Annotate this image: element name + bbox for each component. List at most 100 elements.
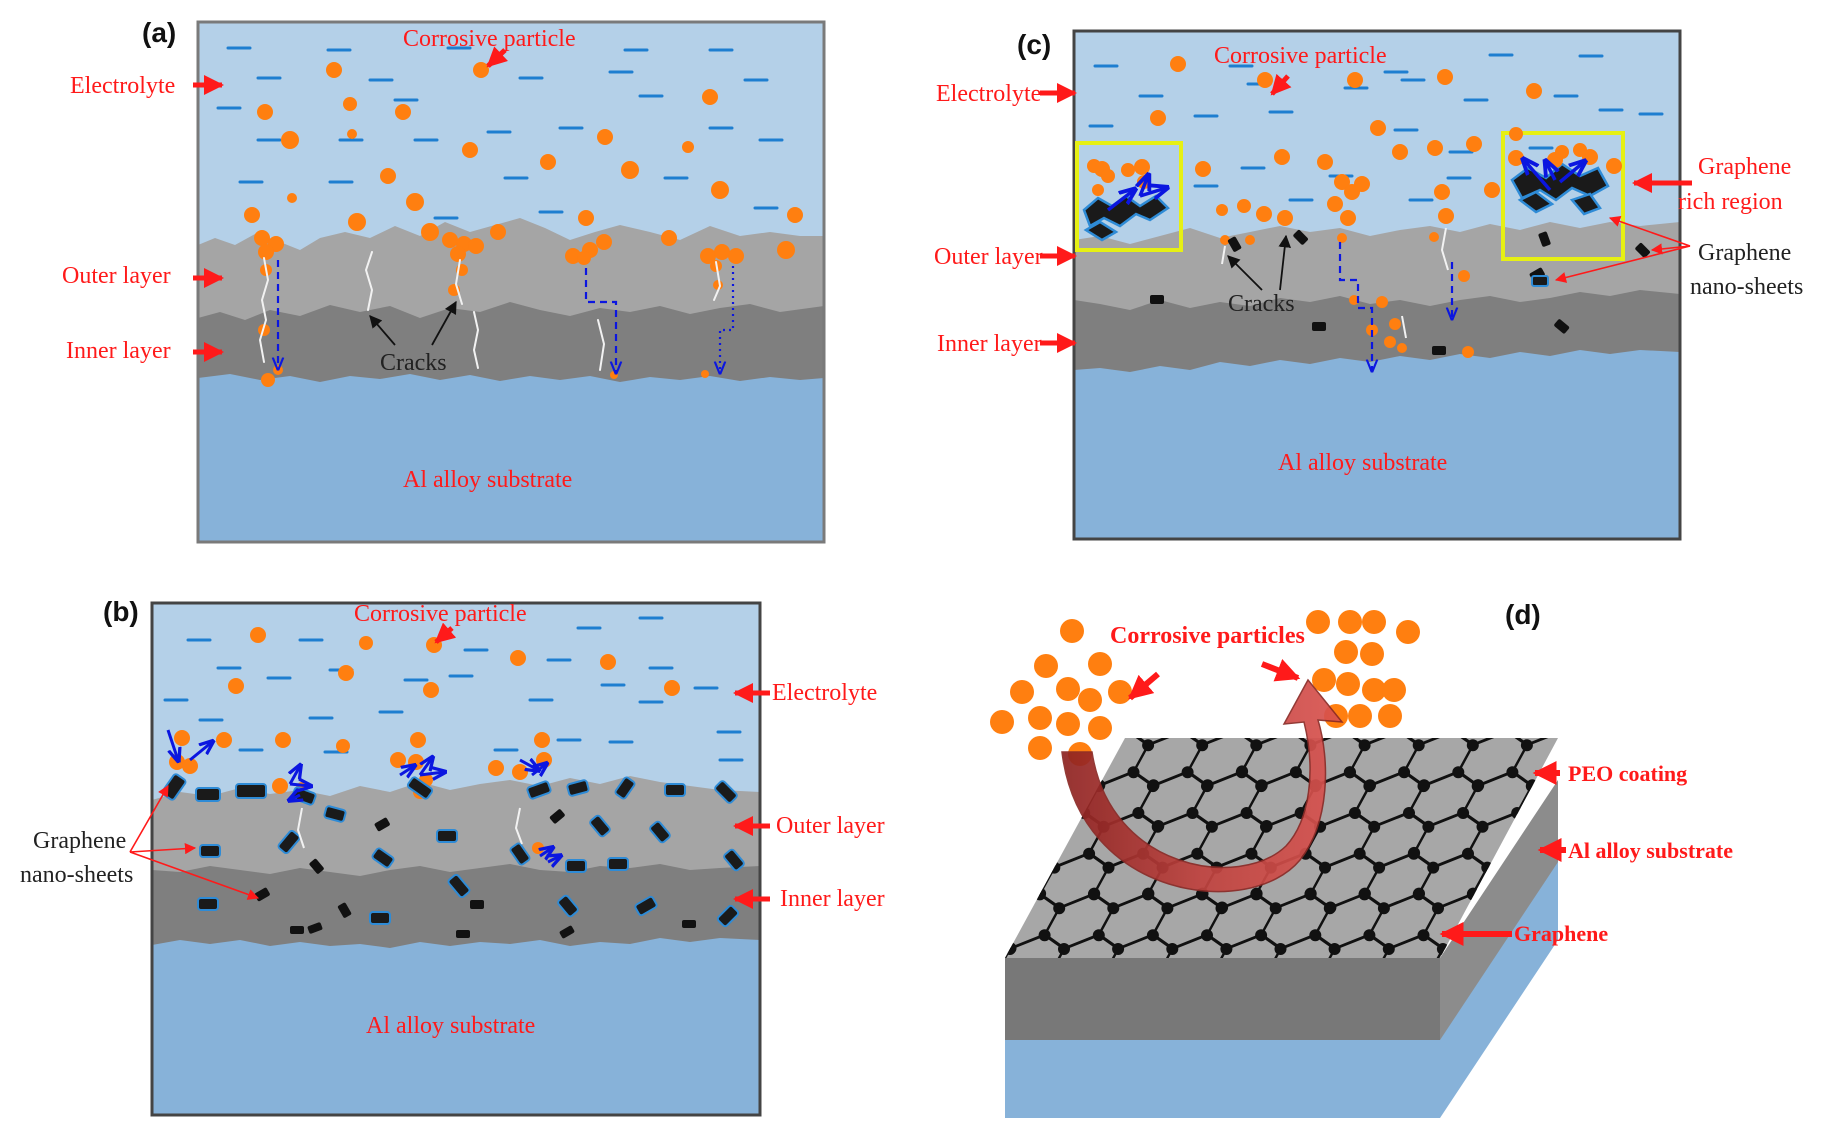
graphene-atom — [1236, 765, 1249, 778]
panel-a-cracks — [258, 251, 722, 371]
panel-a-diffusion-paths — [278, 260, 735, 372]
graphene-hexagon — [1505, 738, 1558, 747]
graphene-atom — [1038, 780, 1051, 793]
graphene-atom — [1192, 698, 1204, 710]
panel-b-deflection-arrows — [166, 729, 560, 862]
graphene-atom — [1353, 847, 1366, 860]
panel-c-label-arrows — [1040, 73, 1692, 353]
panel-a-outer-layer-label: Outer layer — [62, 263, 171, 289]
graphene-atom — [1412, 739, 1425, 752]
graphene-atom — [1201, 929, 1213, 942]
graphene-atom — [1240, 807, 1253, 819]
graphene-atom — [1476, 820, 1489, 833]
graphene-hexagon — [892, 975, 962, 1030]
graphene-atom — [1659, 684, 1671, 696]
graphene-atom — [1466, 739, 1479, 752]
graphene-hexagon — [1005, 933, 1012, 958]
panel-b-label-arrows — [434, 622, 770, 909]
panel-c-rich-region-box-left — [1075, 141, 1183, 252]
panel-b-graphene-label-line2: nano-sheets — [20, 862, 133, 888]
graphene-atom — [1186, 807, 1199, 819]
panel-c-letter: (c) — [1017, 29, 1051, 60]
panel-c-corrosive-particle-label: Corrosive particle — [1214, 43, 1387, 69]
graphene-atom — [1393, 726, 1405, 738]
graphene-atom — [1138, 698, 1150, 710]
graphene-atom — [1364, 779, 1376, 792]
graphene-atom — [1083, 847, 1096, 860]
graphene-atom — [1181, 766, 1194, 779]
panel-a-cracks-label: Cracks — [380, 350, 447, 376]
panel-c-cracks — [1221, 227, 1449, 339]
graphene-atom — [1005, 861, 1007, 874]
panel-c-outer-layer-label: Outer layer — [934, 244, 1043, 270]
graphene-hexagon — [1126, 738, 1200, 747]
graphene-atom — [1005, 902, 1011, 915]
graphene-atom — [990, 820, 1002, 832]
panel-b-electrolyte-label: Electrolyte — [772, 680, 877, 706]
graphene-atom — [1260, 820, 1273, 832]
panel-c: (c) Corrosive particle Electrolyte Outer… — [934, 29, 1803, 541]
panel-a-particles — [244, 62, 803, 387]
graphene-atom — [1250, 887, 1263, 900]
panel-d-deflection-curve — [1061, 678, 1344, 893]
graphene-atom — [1142, 739, 1155, 752]
graphene-atom — [1447, 726, 1459, 738]
graphene-atom — [1511, 807, 1524, 819]
graphene-atom — [1605, 684, 1617, 696]
graphene-atom — [1152, 820, 1165, 832]
graphene-atom — [1255, 929, 1268, 942]
graphene-atom — [1112, 943, 1125, 955]
graphene-atom — [1024, 806, 1037, 819]
graphene-atom — [1343, 766, 1356, 779]
graphene-atom — [1551, 684, 1563, 696]
panel-a-label-arrows — [193, 46, 508, 362]
graphene-atom — [901, 983, 913, 995]
graphene-atom — [1250, 739, 1263, 752]
graphene-atom — [1034, 887, 1047, 900]
graphene-atom — [1196, 739, 1209, 752]
graphene-atom — [1348, 807, 1361, 819]
graphene-atom — [1039, 779, 1051, 792]
graphene-atom — [985, 929, 997, 941]
graphene-atom — [1216, 901, 1229, 914]
graphene-atom — [1172, 684, 1184, 696]
graphene-atom — [1571, 698, 1583, 710]
panel-b-corrosive-particle-label: Corrosive particle — [354, 601, 527, 627]
graphene-atom — [1231, 726, 1243, 738]
graphene-atom — [1506, 766, 1519, 779]
graphene-atom — [1127, 766, 1140, 779]
graphene-atom — [945, 902, 957, 914]
panel-c-substrate-label: Al alloy substrate — [1278, 450, 1447, 476]
graphene-atom — [1625, 698, 1637, 710]
panel-b-substrate — [152, 938, 760, 1115]
graphene-atom — [1368, 820, 1381, 833]
graphene-atom — [1679, 698, 1691, 710]
graphene-atom — [1452, 766, 1465, 779]
graphene-atom — [940, 1011, 952, 1023]
panel-d: (d) Corrosive particles PEO coating Al a… — [892, 599, 1733, 1118]
graphene-atom — [1147, 779, 1160, 792]
graphene-atom — [1023, 807, 1036, 819]
graphene-atom — [955, 984, 967, 996]
panel-a-crack-pointers — [369, 300, 457, 346]
panel-c-diffusion-paths — [1338, 242, 1452, 370]
panel-d-letter: (d) — [1505, 599, 1541, 630]
graphene-atom — [1255, 779, 1268, 792]
panel-d-coating-side — [1440, 780, 1558, 1040]
panel-a-electrolyte-label: Electrolyte — [70, 73, 175, 99]
graphene-atom — [1463, 698, 1475, 710]
panel-c-rich-region-box-right — [1501, 131, 1625, 261]
graphene-atom — [1481, 861, 1494, 874]
graphene-atom — [1472, 779, 1484, 792]
panel-b-substrate-label: Al alloy substrate — [366, 1013, 535, 1039]
graphene-atom — [1281, 684, 1293, 696]
graphene-atom — [1285, 726, 1297, 738]
graphene-atom — [1497, 684, 1509, 696]
panel-c-graphene-pointers — [1554, 216, 1691, 283]
graphene-atom — [1048, 861, 1061, 874]
panel-b-graphene-label-line1: Graphene — [33, 828, 126, 854]
panel-d-graphene-label: Graphene — [1514, 921, 1608, 946]
panel-d-substrate-label: Al alloy substrate — [1568, 838, 1733, 863]
panel-c-crack-pointers — [1227, 234, 1292, 291]
graphene-atom — [1620, 807, 1632, 819]
